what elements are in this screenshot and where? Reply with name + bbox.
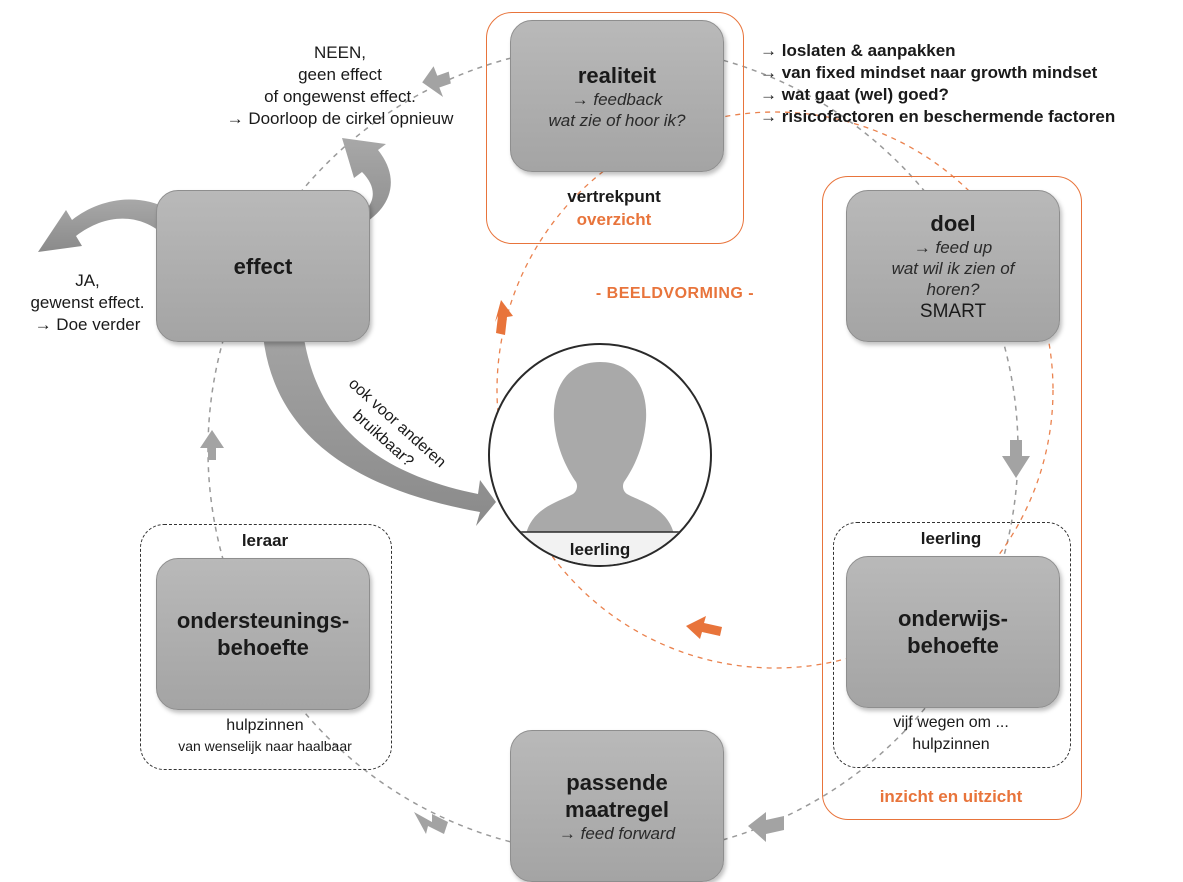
ondersteuning-header: leraar [241,531,289,550]
maatregel-sub: → feed forward [558,823,676,843]
onderwijs-foot2: hulpzinnen [912,736,990,753]
neen-line4: → Doorloop de cirkel opnieuw [226,109,454,128]
arrow-down-icon [1002,440,1030,478]
doel-sub2: wat wil ik zien of [891,258,1015,278]
doel-sub3: horen? [926,279,980,299]
neen-line1: NEEN, [314,43,366,62]
bullet-list: → loslaten & aanpakken → van fixed minds… [760,40,1180,128]
ondersteuning-box[interactable]: ondersteunings- behoefte [156,558,370,710]
overzicht-label: overzicht [576,210,652,229]
realiteit-frame [486,12,744,244]
arrow-up-left-icon [422,66,451,98]
arrow-left-lower-right-icon [748,812,784,842]
onderwijs-box[interactable]: onderwijs- behoefte [846,556,1060,708]
maatregel-title2: maatregel [565,796,669,822]
ondersteuning-title2: behoefte [217,635,309,660]
doel-box[interactable]: doel → feed up wat wil ik zien of horen?… [846,190,1060,342]
leerling-avatar-label: leerling [569,540,631,559]
beeldvorming-ring [496,111,1054,669]
beeldvorming-label: - BEELDVORMING - [595,285,755,302]
person-silhouette-icon [526,362,674,542]
onderwijs-title1: onderwijs- [897,606,1008,631]
orange-arrow-left-icon [686,616,722,639]
curved-arrow-neen-icon [312,138,391,240]
bullet-item: → wat gaat (wel) goed? [760,85,949,104]
inzicht-frame [822,176,1082,820]
realiteit-sub1: → feedback [571,89,663,109]
bullet-item: → van fixed mindset naar growth mindset [760,63,1098,82]
maatregel-box[interactable]: passende maatregel → feed forward [510,730,724,882]
neen-text: NEEN, geen effect of ongewenst effect. →… [190,42,490,130]
realiteit-sub2: wat zie of hoor ik? [548,110,686,130]
ondersteuning-title1: ondersteunings- [176,608,350,633]
ondersteuning-frame [140,524,392,770]
effect-box[interactable]: effect [156,190,370,342]
realiteit-title: realiteit [577,62,657,88]
arrow-left-lower-left-icon [414,812,448,834]
ja-text: JA, gewenst effect. → Doe verder [0,270,175,336]
maatregel-title1: passende [566,769,668,795]
ondersteuning-foot1: hulpzinnen [226,717,304,734]
onderwijs-foot1: vijf wegen om ... [893,714,1009,731]
ja-line1: JA, [75,271,100,290]
neen-line2: geen effect [298,65,382,84]
leerling-avatar [488,343,712,567]
neen-line3: of ongewenst effect. [264,87,416,106]
cycle-arrows [200,66,1030,842]
orange-arrow-up-icon [495,300,513,335]
doel-sub1: → feed up [913,237,993,257]
ja-line3: → Doe verder [34,315,141,334]
arrow-up-icon [200,430,224,460]
vertrekpunt-label: vertrekpunt [567,187,661,206]
onderwijs-header: leerling [920,529,982,548]
inzicht-label: inzicht en uitzicht [879,787,1023,806]
ja-line2: gewenst effect. [30,293,145,312]
orange-arrows [495,300,722,639]
ondersteuning-foot2: van wenselijk naar haalbaar [178,738,352,754]
doel-smart: SMART [919,300,987,322]
bullet-item: → loslaten & aanpakken [760,41,956,60]
realiteit-box[interactable]: realiteit → feedback wat zie of hoor ik? [510,20,724,172]
onderwijs-frame [833,522,1071,768]
effect-title: effect [233,253,293,279]
bullet-item: → risicofactoren en beschermende factore… [760,107,1116,126]
onderwijs-title2: behoefte [907,633,999,658]
doel-title: doel [930,210,976,236]
